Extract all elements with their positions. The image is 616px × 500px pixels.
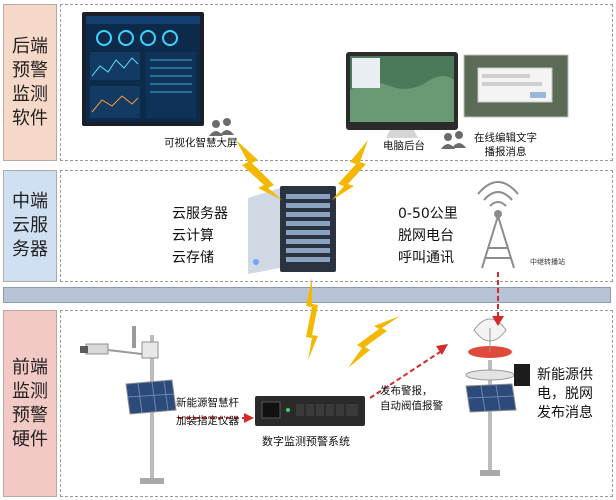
signal-arrows	[178, 272, 499, 419]
frontend-section-box: 前端 监测 预警 硬件	[3, 310, 57, 497]
desktop-monitor-graphic	[346, 52, 458, 138]
power-label: 新能源供 电，脱网 发布消息	[537, 367, 593, 421]
system-label: 数字监测预警系统	[262, 435, 350, 448]
cloud-label: 云服务器 云计算 云存储	[172, 206, 228, 266]
user-group-icon	[209, 118, 234, 136]
middle-section-label: 中端 云服 务器	[12, 191, 48, 260]
wind-solar-pole-graphic	[465, 318, 530, 476]
monitoring-device-graphic	[255, 396, 365, 426]
online-edit-label: 在线编辑文字 播报消息	[474, 132, 537, 158]
big-screen-graphic	[82, 12, 204, 126]
middle-section-box: 中端 云服 务器	[3, 170, 57, 282]
frontend-section-label: 前端 监测 预警 硬件	[12, 356, 48, 450]
server-cabinet-graphic	[248, 186, 336, 274]
relay-label: 中继转播站	[530, 258, 565, 266]
radio-label: 0-50公里 脱网电台 呼叫通讯	[398, 206, 458, 266]
editor-user-icon	[441, 131, 466, 149]
frontend-area	[60, 310, 613, 497]
big-screen-label: 可视化智慧大屏	[164, 137, 238, 149]
backend-area	[60, 4, 613, 161]
backend-section-label: 后端 预警 监测 软件	[12, 35, 48, 129]
edit-window-graphic	[463, 54, 569, 118]
backend-section-box: 后端 预警 监测 软件	[3, 4, 57, 161]
lightning-links	[236, 140, 400, 368]
alarm-label: 发布警报， 自动阀值报警	[380, 385, 443, 412]
radio-tower-graphic	[477, 181, 519, 269]
middle-area	[60, 170, 613, 282]
smart-pole-graphic	[80, 326, 177, 484]
pole-label: 新能源智慧杆 加装指定仪器	[176, 397, 239, 427]
arrow-heads	[244, 316, 504, 423]
pc-backend-label: 电脑后台	[383, 140, 425, 152]
